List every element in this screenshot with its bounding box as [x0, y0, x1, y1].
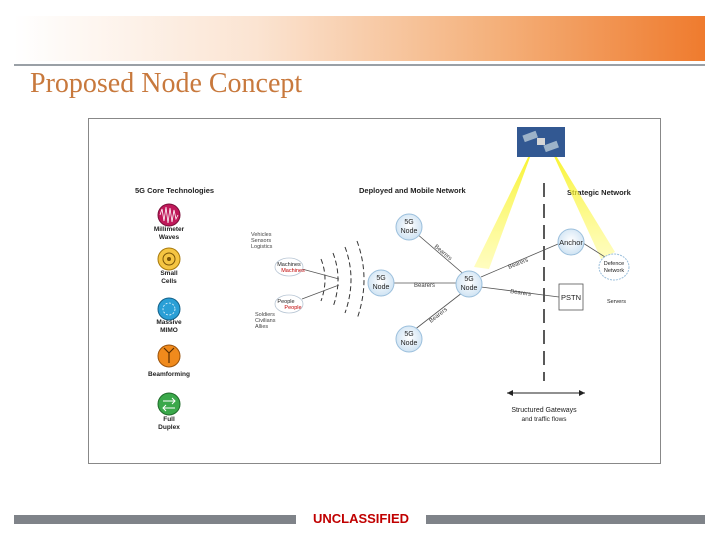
tech-label-3a: Massive	[156, 319, 182, 326]
bearers-label-top: Bearers	[433, 244, 453, 262]
footer-bar-left	[14, 515, 296, 524]
satellite-beam-left	[474, 141, 536, 269]
gateway-arrow-left-head	[507, 390, 513, 396]
mimo-icon	[157, 297, 181, 321]
people-group: People People	[274, 294, 304, 314]
link-bottom-node-hub	[408, 288, 468, 335]
5g-node-bottom-label-1: 5G	[404, 331, 413, 338]
bearers-label-bottom: Bearers	[429, 307, 449, 325]
soldiers-label-2: Civilians	[255, 318, 276, 324]
5g-node-top: 5G Node	[395, 213, 423, 241]
vehicles-label-2: Sensors	[251, 238, 271, 244]
bearers-label-pstn: Bearers	[510, 289, 532, 298]
diagram-frame: 5G Core Technologies Deployed and Mobile…	[88, 118, 661, 464]
tech-label-1b: Waves	[159, 234, 180, 241]
vehicles-label-3: Logistics	[251, 244, 273, 250]
vehicles-label-1: Vehicles	[251, 232, 272, 238]
classification-label: UNCLASSIFIED	[312, 511, 410, 526]
5g-node-bottom: 5G Node	[395, 325, 423, 353]
defence-label-1: Defence	[604, 261, 625, 267]
bearers-label-anchor: Bearers	[508, 257, 530, 270]
endpoint-rays	[301, 268, 340, 300]
gateways-label-1: Structured Gateways	[511, 407, 577, 414]
core-tech-heading: 5G Core Technologies	[135, 186, 214, 195]
pstn-label: PSTN	[561, 293, 581, 302]
strategic-heading: Strategic Network	[567, 188, 632, 197]
5g-node-top-label-2: Node	[401, 228, 418, 235]
tech-full-duplex: Full Duplex	[157, 392, 181, 431]
wireless-waves	[320, 240, 365, 320]
link-anchor-defence	[582, 242, 606, 258]
tech-label-1a: Millimeter	[154, 226, 185, 233]
machines-group: Machines Machines	[274, 257, 305, 277]
5g-node-bottom-label-2: Node	[401, 340, 418, 347]
network-heading: Deployed and Mobile Network	[359, 186, 467, 195]
tech-label-5b: Duplex	[158, 424, 180, 431]
duplex-icon	[157, 392, 181, 416]
satellite-image	[517, 127, 565, 157]
tech-label-5a: Full	[163, 416, 175, 423]
node-concept-diagram: 5G Core Technologies Deployed and Mobile…	[135, 127, 632, 431]
defence-label-2: Network	[604, 268, 624, 274]
bearers-label-mid: Bearers	[414, 283, 435, 289]
5g-node-hub-label-2: Node	[461, 285, 478, 292]
machines-label-2: Machines	[281, 268, 305, 274]
tech-label-4a: Beamforming	[148, 371, 190, 378]
tech-millimeter-waves: Millimeter Waves	[154, 203, 185, 241]
satellite-beam-right	[547, 141, 615, 259]
page-title: Proposed Node Concept	[30, 68, 303, 99]
gateway-arrow-right-head	[579, 390, 585, 396]
pstn-box: PSTN	[558, 283, 584, 311]
5g-node-middle: 5G Node	[367, 269, 395, 297]
anchor-label: Anchor	[559, 238, 583, 247]
top-banner	[14, 16, 705, 61]
title-rule	[14, 64, 705, 66]
5g-node-middle-label-1: 5G	[376, 275, 385, 282]
footer-bar-right	[426, 515, 705, 524]
tech-label-2b: Cells	[161, 278, 177, 285]
servers-label: Servers	[607, 299, 626, 305]
5g-node-top-label-1: 5G	[404, 219, 413, 226]
people-label-2: People	[284, 305, 301, 311]
5g-node-hub: 5G Node	[455, 270, 483, 298]
soldiers-label-3: Allies	[255, 324, 268, 330]
5g-node-middle-label-2: Node	[373, 284, 390, 291]
tech-beamforming: Beamforming	[148, 344, 190, 378]
5g-node-hub-label-1: 5G	[464, 276, 473, 283]
link-hub-pstn	[480, 286, 560, 298]
gateways-label-2: and traffic flows	[521, 416, 567, 423]
tech-small-cells: Small Cells	[157, 247, 181, 285]
tech-massive-mimo: Massive MIMO	[156, 297, 182, 334]
defence-network-cloud: Defence Network	[598, 253, 630, 281]
anchor-node: Anchor	[557, 228, 585, 256]
soldiers-label-1: Soldiers	[255, 312, 275, 318]
tech-label-3b: MIMO	[160, 327, 178, 334]
tech-label-2a: Small	[160, 270, 178, 277]
link-hub-anchor	[480, 243, 559, 278]
people-label-1: People	[277, 299, 294, 305]
machines-label-1: Machines	[277, 262, 301, 268]
